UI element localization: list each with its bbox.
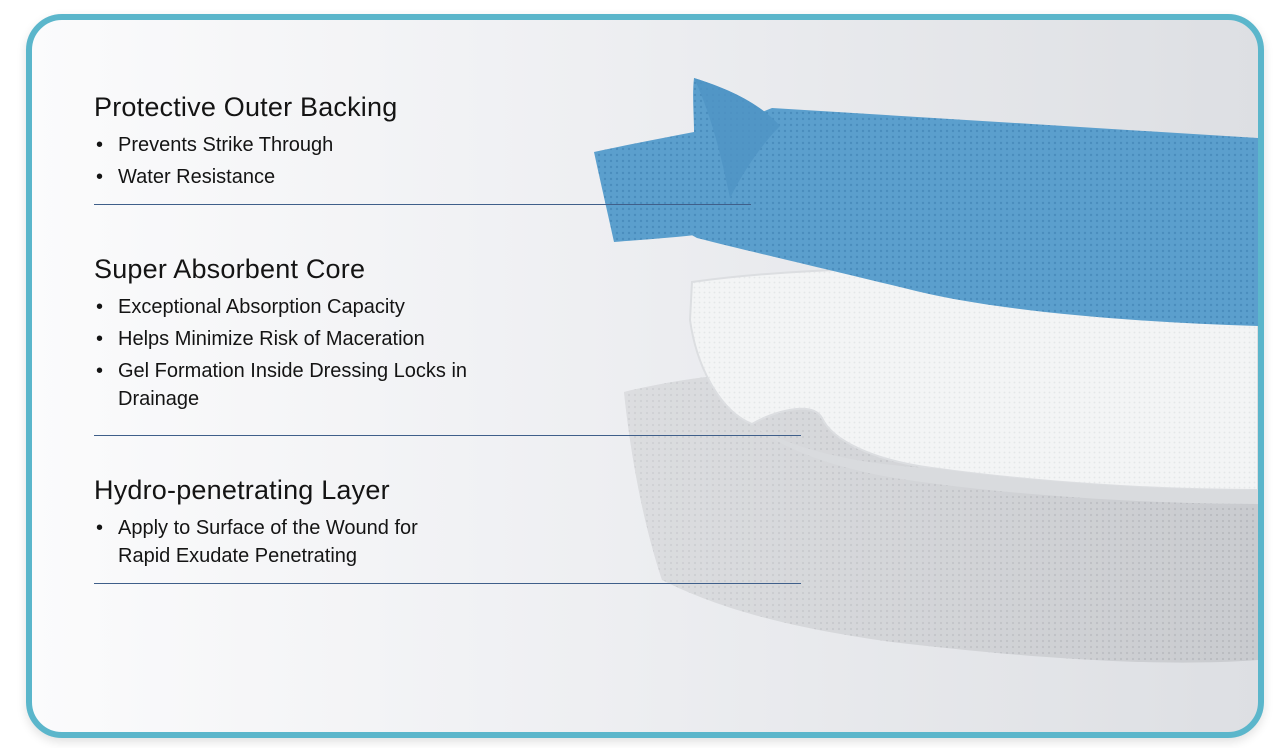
bullet-item: Apply to Surface of the Wound for Rapid … [94,514,468,570]
leader-line [94,435,801,436]
dressing-layers-illustration [594,78,1258,663]
section-hydro-penetrating-layer: Hydro-penetrating Layer Apply to Surface… [94,475,494,574]
diagram-frame: Protective Outer Backing Prevents Strike… [26,14,1264,738]
bullet-item: Prevents Strike Through [94,131,554,159]
bullet-item: Gel Formation Inside Dressing Locks in D… [94,357,478,413]
section-title: Hydro-penetrating Layer [94,475,390,505]
bullet-list: Prevents Strike Through Water Resistance [94,131,554,191]
leader-line [94,204,751,205]
super-absorbent-core-layer [688,267,1258,504]
section-title: Super Absorbent Core [94,254,366,284]
section-protective-outer-backing: Protective Outer Backing Prevents Strike… [94,92,554,195]
bullet-list: Apply to Surface of the Wound for Rapid … [94,514,494,570]
section-title: Protective Outer Backing [94,92,398,122]
section-super-absorbent-core: Super Absorbent Core Exceptional Absorpt… [94,254,514,417]
bullet-item: Exceptional Absorption Capacity [94,293,478,321]
protective-outer-backing-layer [594,78,1258,326]
bullet-list: Exceptional Absorption Capacity Helps Mi… [94,293,514,413]
bullet-item: Helps Minimize Risk of Maceration [94,325,478,353]
leader-line [94,583,801,584]
bullet-item: Water Resistance [94,163,554,191]
